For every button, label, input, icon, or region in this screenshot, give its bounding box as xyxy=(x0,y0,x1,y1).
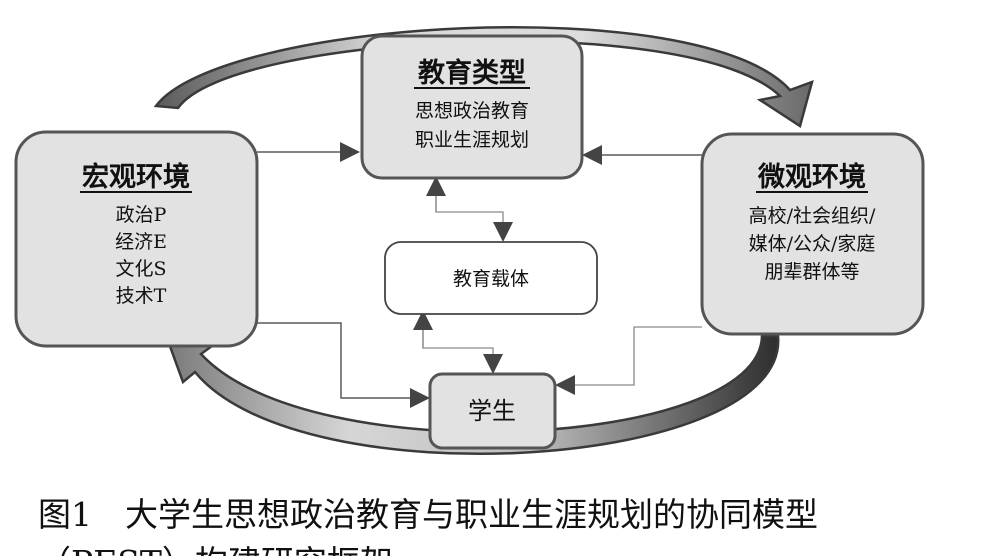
connectors xyxy=(257,142,702,408)
macro-environment-line-4: 技术T xyxy=(116,285,167,307)
micro-environment-box: 微观环境 高校/社会组织/ 媒体/公众/家庭 朋辈群体等 xyxy=(700,132,925,336)
education-type-line-1: 思想政治教育 xyxy=(415,100,529,122)
education-type-box: 教育类型 思想政治教育 职业生涯规划 xyxy=(360,34,584,180)
micro-to-student-arrow xyxy=(555,326,702,395)
student-label: 学生 xyxy=(468,397,516,425)
bottom-cycle-arrow xyxy=(165,334,780,456)
figure-caption-continued: （PEST）构建研究框架 xyxy=(38,543,393,556)
micro-environment-line-3: 朋辈群体等 xyxy=(764,261,859,283)
macro-environment-box: 宏观环境 政治P 经济E 文化S 技术T xyxy=(14,130,259,348)
carrier-student-arrow xyxy=(422,312,503,374)
education-carrier-label: 教育载体 xyxy=(453,268,529,290)
education-type-line-2: 职业生涯规划 xyxy=(415,129,529,151)
macro-to-student-arrow xyxy=(257,322,430,408)
type-carrier-arrow xyxy=(435,178,513,242)
micro-environment-line-1: 高校/社会组织/ xyxy=(749,205,876,227)
macro-environment-title: 宏观环境 xyxy=(82,161,190,193)
education-carrier-box: 教育载体 xyxy=(384,241,598,315)
macro-environment-line-3: 文化S xyxy=(115,258,166,280)
micro-environment-line-2: 媒体/公众/家庭 xyxy=(749,233,876,255)
macro-environment-line-2: 经济E xyxy=(115,231,167,253)
macro-environment-line-1: 政治P xyxy=(116,204,167,226)
student-box: 学生 xyxy=(428,372,557,450)
top-cycle-arrow xyxy=(153,25,814,128)
micro-environment-title: 微观环境 xyxy=(757,162,866,193)
figure-caption: 图1 大学生思想政治教育与职业生涯规划的协同模型 xyxy=(38,495,818,534)
education-type-title: 教育类型 xyxy=(418,57,526,89)
